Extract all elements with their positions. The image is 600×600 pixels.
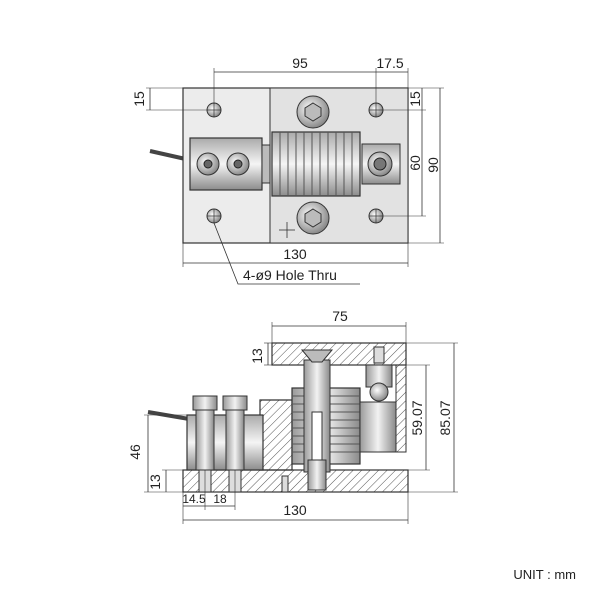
mount-hole — [206, 102, 222, 118]
mount-hole — [368, 102, 384, 118]
dim-label-46: 46 — [127, 444, 143, 460]
dim-label-15-left: 15 — [131, 91, 147, 107]
mount-hole — [206, 208, 222, 224]
dim-label-15-right: 15 — [407, 91, 423, 107]
support-block — [259, 399, 293, 471]
base-plate-side — [182, 469, 409, 493]
dim-label-75: 75 — [332, 308, 348, 324]
dim-label-18: 18 — [213, 492, 227, 506]
load-cell-body — [271, 131, 361, 197]
callout-leader — [213, 222, 360, 285]
dim-label-17-5: 17.5 — [376, 55, 403, 71]
hole-callout: 4-ø9 Hole Thru — [243, 267, 337, 283]
dim-label-59-07: 59.07 — [409, 400, 425, 435]
dim-label-85-07: 85.07 — [437, 400, 453, 435]
dim-label-95: 95 — [292, 55, 308, 71]
dim-label-13-base: 13 — [147, 474, 163, 490]
top-view: 95 17.5 15 15 60 90 130 4-ø9 Hole Thru — [131, 55, 444, 285]
dim-label-60: 60 — [407, 155, 423, 171]
bellows-fins — [279, 132, 353, 196]
top-plate-side — [271, 342, 407, 366]
right-post — [359, 401, 397, 453]
mount-hole — [368, 208, 384, 224]
dim-label-130-top: 130 — [283, 246, 307, 262]
dim-label-130-side: 130 — [283, 502, 307, 518]
unit-label: UNIT : mm — [513, 567, 576, 582]
clamp-flange — [261, 144, 271, 184]
dim-label-14-5: 14.5 — [182, 492, 206, 506]
side-view: 75 13 46 13 59.07 85.07 14.5 18 — [127, 308, 458, 524]
dim-label-13-top: 13 — [249, 348, 265, 364]
dim-label-90: 90 — [425, 157, 441, 173]
